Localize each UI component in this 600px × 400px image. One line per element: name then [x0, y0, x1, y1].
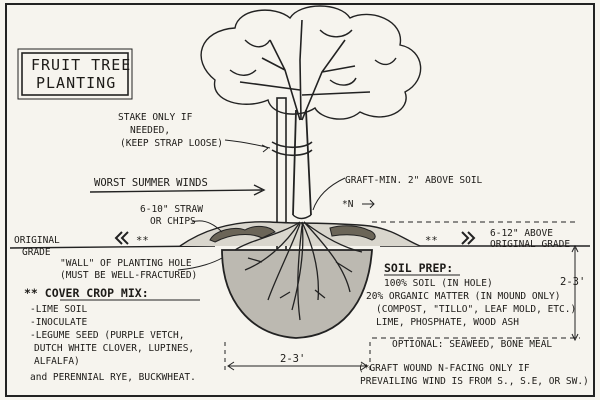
original-grade-label-2: GRADE — [22, 247, 51, 258]
soil-prep-item-1: 100% SOIL (IN HOLE) — [384, 278, 493, 289]
straw-leader — [191, 220, 223, 233]
wind-arrow-head — [253, 184, 266, 196]
stake-label-1: STAKE ONLY IF — [118, 112, 193, 123]
winds-label: WORST SUMMER WINDS — [94, 177, 208, 189]
straw-label-1: 6-10" STRAW — [140, 204, 203, 215]
strap — [271, 141, 313, 157]
original-grade-label-1: ORIGINAL — [14, 235, 60, 246]
tree-roots — [234, 221, 363, 321]
outer-frame — [5, 3, 595, 397]
planting-hole — [221, 249, 373, 339]
stake-label-2: NEEDED, — [130, 125, 170, 136]
stake-label-3: (KEEP STRAP LOOSE) — [120, 138, 223, 149]
width-dimension-arrows — [227, 361, 368, 371]
soil-prep-note-2: PREVAILING WIND IS FROM S., S.E, OR SW.) — [360, 376, 589, 387]
above-grade-label-1: 6-12" ABOVE — [490, 228, 553, 239]
graft-union — [292, 214, 312, 220]
graft-leader — [312, 177, 346, 211]
straw-label-2: OR CHIPS — [150, 216, 196, 227]
stake-leader-head — [261, 144, 269, 153]
north-label: *N — [342, 199, 354, 210]
title-line-1: FRUIT TREE — [31, 56, 131, 74]
cover-crop-heading: ** COVER CROP MIX: — [24, 286, 149, 300]
tree-trunk — [292, 109, 312, 216]
soil-prep-item-3: (COMPOST, "TILLO", LEAF MOLD, ETC.) — [376, 304, 576, 315]
wind-arrow-line — [89, 189, 263, 193]
graft-label: GRAFT-MIN. 2" ABOVE SOIL — [345, 175, 483, 186]
tree-branches — [239, 19, 371, 121]
stake-leader — [224, 139, 271, 149]
tree-canopy — [200, 5, 422, 120]
wall-label-2: (MUST BE WELL-FRACTURED) — [60, 270, 197, 281]
left-grade-chevron — [114, 231, 129, 245]
title-box — [21, 52, 129, 96]
right-grade-chevron — [461, 231, 476, 245]
depth-dimension-label: 2-3' — [560, 276, 585, 288]
cover-crop-item-2: -INOCULATE — [30, 317, 87, 328]
depth-dimension-arrows — [571, 244, 579, 342]
cover-crop-item-4: DUTCH WHITE CLOVER, LUPINES, — [34, 343, 194, 354]
width-dashed-verticals — [224, 342, 371, 372]
width-dimension-label: 2-3' — [280, 353, 305, 365]
cover-crop-item-3: -LEGUME SEED (PURPLE VETCH, — [30, 330, 184, 341]
soil-prep-optional: OPTIONAL: SEAWEED, BONE MEAL — [392, 339, 552, 350]
above-grade-label-2: ORIGINAL GRADE — [490, 239, 570, 250]
soil-prep-item-4: LIME, PHOSPHATE, WOOD ASH — [376, 317, 519, 328]
straw-mulch-left — [209, 225, 276, 243]
title-box-outer — [17, 48, 133, 100]
soil-prep-note-1: (*GRAFT WOUND N-FACING ONLY IF — [358, 363, 530, 374]
wall-leader — [177, 257, 223, 271]
title-line-2: PLANTING — [36, 74, 116, 92]
soil-prep-item-2: 20% ORGANIC MATTER (IN MOUND ONLY) — [366, 291, 560, 302]
left-marker: ** — [136, 235, 149, 247]
wall-label-1: "WALL" OF PLANTING HOLE — [60, 258, 192, 269]
cover-crop-item-1: -LIME SOIL — [30, 304, 87, 315]
soil-prep-heading: SOIL PREP: — [384, 261, 453, 275]
right-marker: ** — [425, 235, 438, 247]
north-arrow-icon — [362, 199, 375, 209]
straw-mulch-right — [329, 225, 376, 241]
original-grade-left — [9, 245, 216, 249]
cover-crop-item-5: ALFALFA) — [34, 356, 80, 367]
cover-crop-item-6: and PERENNIAL RYE, BUCKWHEAT. — [30, 372, 196, 383]
